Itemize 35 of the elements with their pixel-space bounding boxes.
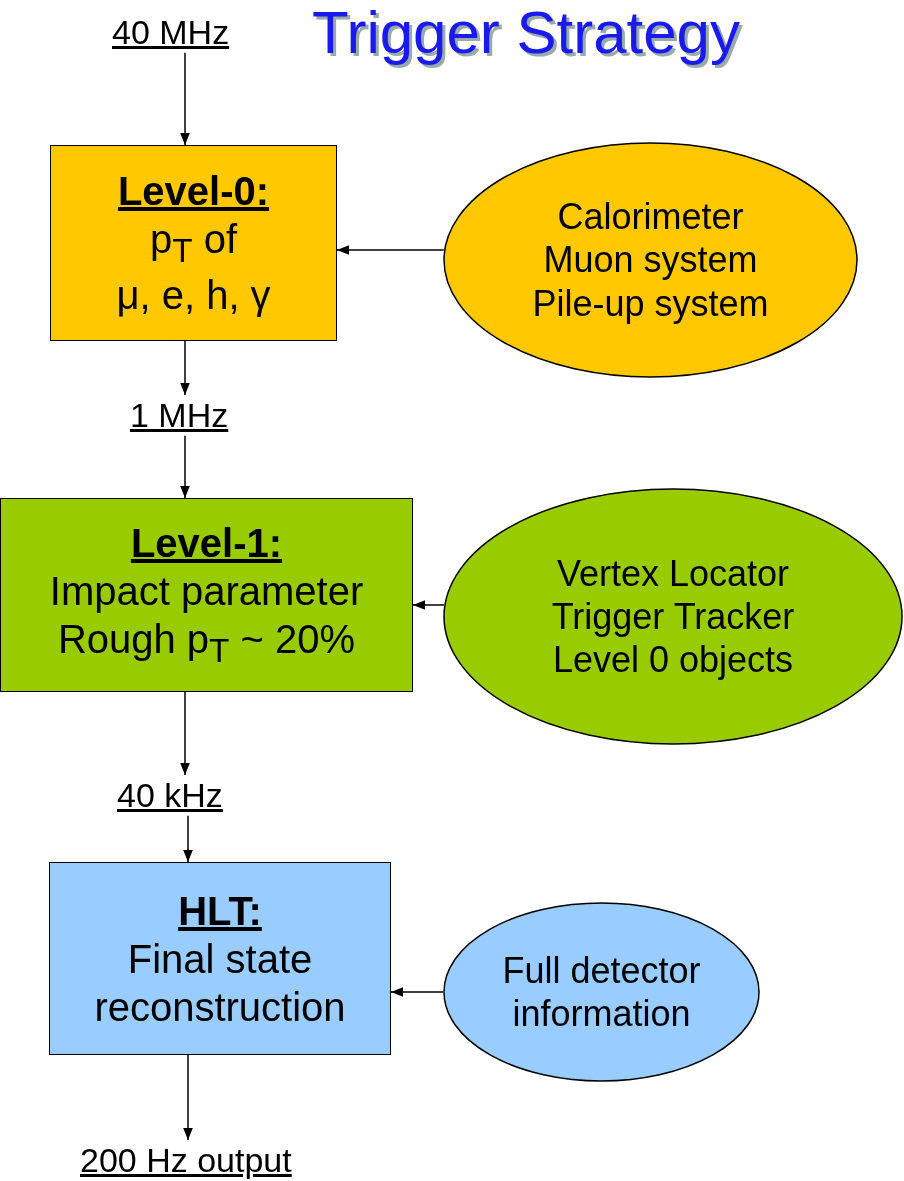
node-text: Calorimeter [557,195,744,239]
source-ellipse [443,142,858,378]
arrow [180,691,190,776]
level-heading: HLT: [177,887,263,935]
node-text: Trigger Tracker [551,594,795,639]
level-heading: Level-0: [116,168,271,215]
process-box [0,498,413,692]
node-text: Rough p$_{T}$ ~ 20% [56,616,357,671]
node-text: p$_{T}$ of [148,216,239,271]
node-text: Pile-up system [532,281,769,325]
rate-label: 40 kHz [117,775,223,816]
process-box [50,145,337,341]
node-text: Muon system [543,238,758,282]
node-text: Final state reconstruction [93,935,347,1031]
arrow [336,245,445,255]
level-heading: Level-1: [129,520,284,567]
rate-label: 200 Hz output [80,1140,292,1181]
source-ellipse [443,488,903,745]
source-ellipse [443,902,760,1082]
arrow [180,340,190,396]
node-text: Vertex Locator [556,551,790,595]
arrow [390,987,444,997]
node-text: Level 0 objects [552,638,794,682]
node-text: Full detector information [501,948,702,1036]
arrow [183,1054,193,1141]
title: Trigger Strategy [312,0,740,66]
rate-label: 1 MHz [130,395,229,436]
rate-label: 40 MHz [112,12,230,53]
node-text: Impact parameter [48,568,365,615]
arrow [180,52,190,146]
node-text: μ, e, h, γ [115,272,272,319]
arrow [183,815,193,863]
arrow [412,600,445,610]
arrow [180,435,190,499]
process-box [49,862,391,1055]
